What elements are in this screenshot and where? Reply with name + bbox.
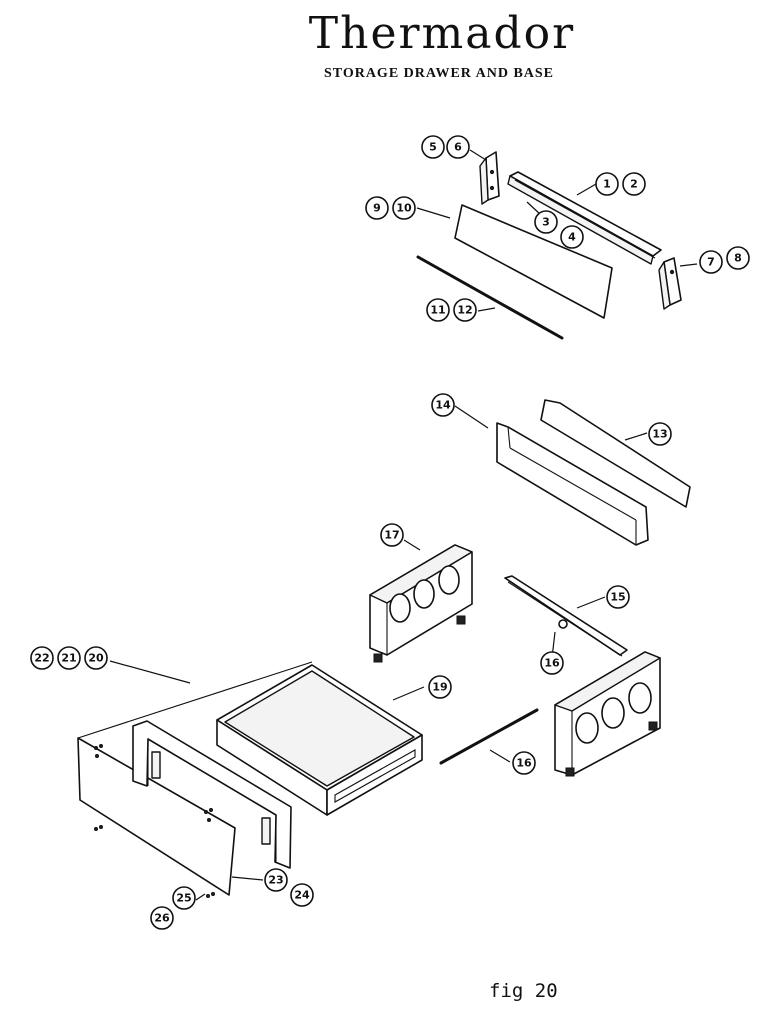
hardware-marks (94, 744, 215, 898)
callout-19: 19 (428, 675, 452, 699)
callout-21: 21 (57, 646, 81, 670)
diagram-title: STORAGE DRAWER AND BASE (323, 66, 555, 81)
callout-25: 25 (172, 886, 196, 910)
callout-24: 24 (290, 883, 314, 907)
svg-text:19: 19 (432, 681, 447, 694)
svg-text:10: 10 (396, 202, 412, 215)
callout-14: 14 (431, 393, 455, 417)
svg-text:11: 11 (430, 304, 445, 317)
callout-17: 17 (380, 523, 404, 547)
callout-26: 26 (150, 906, 174, 930)
svg-text:8: 8 (734, 252, 742, 265)
svg-text:2: 2 (630, 178, 638, 191)
right-bracket (658, 257, 682, 310)
svg-text:21: 21 (61, 652, 76, 665)
svg-text:17: 17 (384, 529, 399, 542)
svg-text:12: 12 (457, 304, 472, 317)
trim-panel (454, 204, 613, 319)
svg-text:15: 15 (610, 591, 625, 604)
callout-7: 7 (699, 250, 723, 274)
drawer-box (216, 664, 423, 816)
svg-text:5: 5 (429, 141, 437, 154)
left-pedestal (369, 544, 473, 663)
svg-text:16: 16 (516, 757, 532, 770)
callout-23: 23 (264, 868, 288, 892)
callout-3: 3 (534, 210, 558, 234)
base-back-panel (496, 422, 649, 546)
callout-2: 2 (622, 172, 646, 196)
top-rail (507, 171, 662, 265)
brand-title: Thermador (308, 8, 576, 59)
trim-rod (416, 255, 564, 340)
svg-text:14: 14 (435, 399, 451, 412)
svg-text:13: 13 (652, 428, 667, 441)
callout-12: 12 (453, 298, 477, 322)
svg-text:20: 20 (88, 652, 104, 665)
callout-1: 1 (595, 172, 619, 196)
callout-22: 22 (30, 646, 54, 670)
svg-text:22: 22 (34, 652, 49, 665)
callout-20: 20 (84, 646, 108, 670)
callout-15: 15 (606, 585, 630, 609)
svg-text:25: 25 (176, 892, 191, 905)
callout-16-rod: 16 (512, 751, 536, 775)
svg-text:24: 24 (294, 889, 310, 902)
svg-text:4: 4 (568, 231, 576, 244)
svg-text:3: 3 (542, 216, 550, 229)
svg-text:16: 16 (544, 657, 560, 670)
callout-4: 4 (560, 225, 584, 249)
callout-16-rail: 16 (540, 651, 564, 675)
svg-text:6: 6 (454, 141, 462, 154)
figure-label: fig 20 (489, 980, 558, 1002)
svg-text:1: 1 (603, 178, 611, 191)
right-pedestal (554, 651, 661, 777)
base-back-cover (540, 399, 691, 508)
callout-11: 11 (426, 298, 450, 322)
callout-5: 5 (421, 135, 445, 159)
left-bracket (479, 151, 500, 205)
callout-6: 6 (446, 135, 470, 159)
callout-9: 9 (365, 196, 389, 220)
callout-10: 10 (392, 196, 416, 220)
slide-rail (504, 575, 628, 657)
svg-text:26: 26 (154, 912, 170, 925)
drawer-front-panel (77, 661, 313, 896)
drawer-front-frame (132, 720, 292, 869)
drawer-rod (439, 708, 539, 765)
svg-text:7: 7 (707, 256, 715, 269)
svg-text:9: 9 (373, 202, 381, 215)
callout-8: 8 (726, 246, 750, 270)
callout-13: 13 (648, 422, 672, 446)
svg-text:23: 23 (268, 874, 283, 887)
